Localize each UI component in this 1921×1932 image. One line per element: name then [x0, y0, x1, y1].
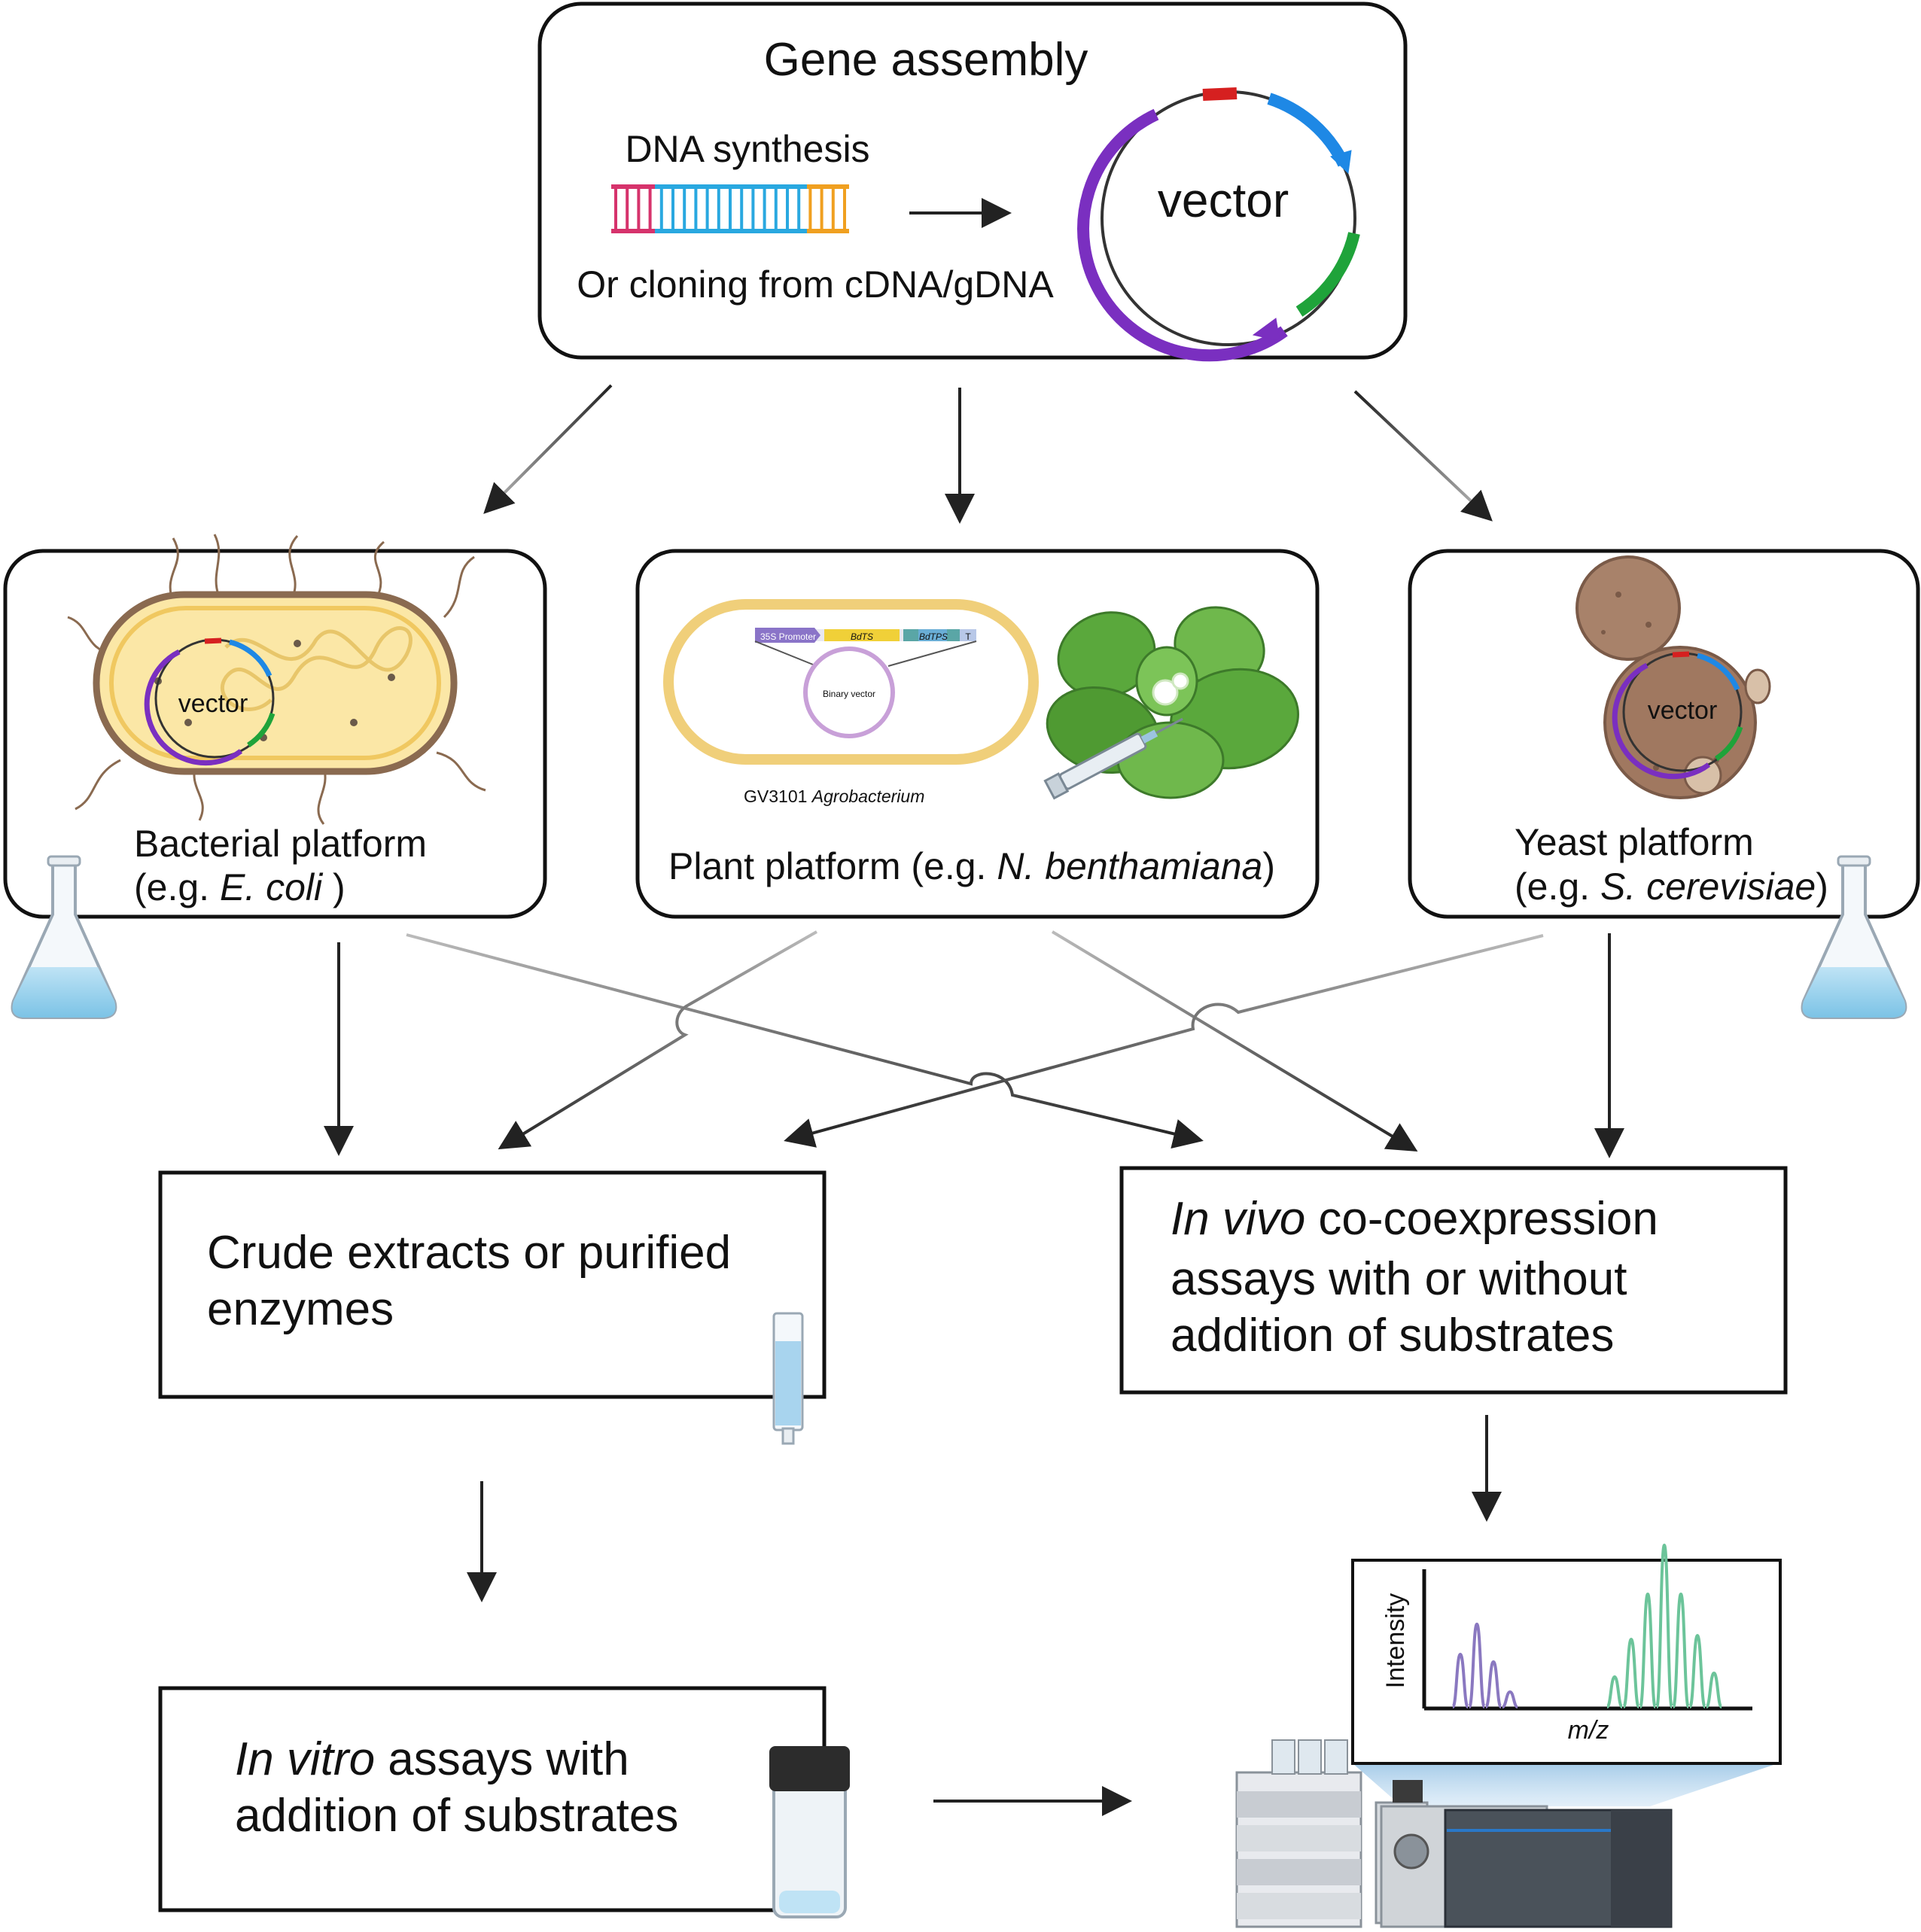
yeast-platform-box: vector Yeast platform (e.g. S. cerevisia… [1408, 549, 1920, 919]
crude-extracts-line1: Crude extracts or purified [207, 1227, 731, 1279]
dna-synthesis-label: DNA synthesis [625, 128, 869, 170]
gene-a-label: BdTS [851, 631, 873, 642]
sample-vial-icon [769, 1746, 850, 1918]
bacterial-platform-label: Bacterial platform [134, 823, 427, 865]
bacterial-example-label: (e.g. E. coli ) [134, 866, 346, 908]
flask-icon-right [1801, 855, 1907, 1019]
spectrum-peak [1639, 1592, 1657, 1708]
spectrum-peak [1672, 1592, 1690, 1708]
bacterial-plasmid-icon [144, 637, 276, 766]
arrow-plant-to-in-vivo [1051, 930, 1418, 1152]
bacterial-vector-label: vector [178, 689, 248, 718]
cloning-label: Or cloning from cDNA/gDNA [577, 263, 1054, 306]
plant-platform-label: Plant platform (e.g. N. benthamiana) [668, 845, 1275, 887]
in-vivo-line3: addition of substrates [1171, 1310, 1614, 1362]
spectrum-peak [1606, 1675, 1624, 1708]
lc-ms-instrument-icon [1235, 1739, 1673, 1928]
ms-beam [1353, 1763, 1778, 1806]
spectrum-peak [1622, 1637, 1640, 1708]
yeast-vector-label: vector [1648, 696, 1718, 725]
spectrum-peak [1468, 1622, 1486, 1708]
in-vivo-box: In vivo co-coexpression assays with or w… [1119, 1166, 1788, 1395]
bacterial-platform-box: vector Bacterial platform (e.g. E. coli … [3, 534, 547, 919]
gene-assembly-title: Gene assembly [764, 34, 1088, 86]
promoter-label: 35S Promoter [760, 631, 816, 642]
crude-extracts-line2: enzymes [207, 1283, 394, 1335]
ms-xlabel: m/z [1568, 1716, 1609, 1745]
spectrum-peak [1502, 1690, 1518, 1708]
yeast-plasmid-icon [1612, 651, 1743, 780]
t-dna-cassette: 35S Promoter BdTS BdTPS T [754, 628, 977, 667]
syringe-icon [1043, 717, 1183, 800]
agrobacterium-label: GV3101 Agrobacterium [744, 786, 924, 806]
in-vivo-line2: assays with or without [1171, 1253, 1627, 1305]
in-vitro-box: In vitro assays with addition of substra… [158, 1686, 827, 1912]
purification-column-icon [772, 1312, 804, 1445]
in-vitro-line1: In vitro assays with [235, 1733, 629, 1785]
dna-fragment-icon [611, 184, 849, 233]
mass-spectrum-plot: Intensity m/z [1351, 1543, 1782, 1765]
flask-icon-left [11, 855, 117, 1019]
spectrum-peak [1451, 1652, 1469, 1708]
binary-vector-plasmid [803, 647, 895, 738]
bacterial-chromosome [220, 626, 413, 711]
arrow-to-bacterial [483, 384, 613, 514]
gene-assembly-box: Gene assembly DNA synthesis Or cloning f… [537, 2, 1408, 362]
plant-icon [1046, 606, 1299, 799]
yeast-example-label: (e.g. S. cerevisiae) [1515, 866, 1828, 908]
spectrum-peak [1688, 1633, 1706, 1708]
yeast-platform-label: Yeast platform [1515, 821, 1754, 863]
bacterium-cell [93, 591, 458, 775]
arrow-to-yeast [1353, 390, 1493, 522]
ms-ylabel: Intensity [1381, 1593, 1410, 1689]
yeast-bud-cell [1575, 555, 1681, 661]
terminator-label: T [965, 631, 971, 642]
crude-extracts-box: Crude extracts or purified enzymes [158, 1170, 827, 1445]
agrobacterium-cell [663, 599, 1039, 765]
arrow-plant-to-crude [498, 930, 817, 1150]
arrow-yeast-to-crude [784, 934, 1544, 1148]
in-vivo-line1: In vivo co-coexpression [1171, 1193, 1658, 1245]
spectrum-peak [1705, 1671, 1723, 1708]
vector-label: vector [1158, 173, 1289, 227]
arrow-bacterial-to-in-vivo [406, 933, 1204, 1149]
in-vitro-line2: addition of substrates [235, 1790, 678, 1842]
binary-vector-label: Binary vector [823, 689, 875, 699]
spectrum-peak [1484, 1660, 1502, 1708]
spectrum-peak [1655, 1543, 1673, 1708]
gene-b-label: BdTPS [919, 631, 948, 642]
plant-platform-box: 35S Promoter BdTS BdTPS T Binary vector … [635, 549, 1320, 919]
vector-plasmid-icon [1077, 87, 1360, 362]
